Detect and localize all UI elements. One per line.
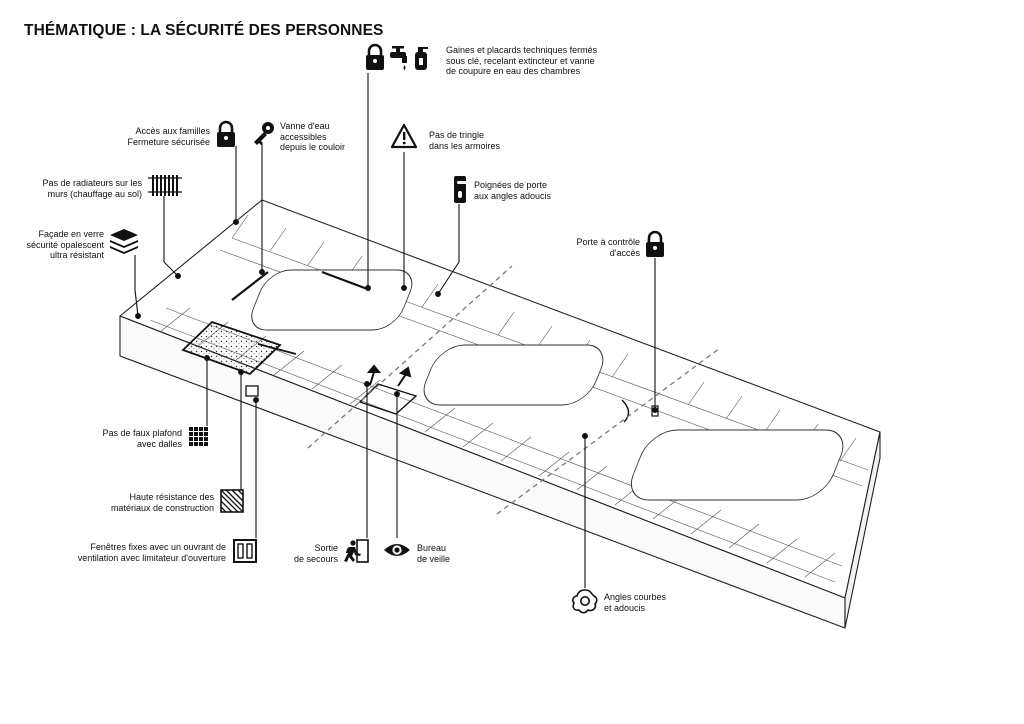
eye-icon [384, 544, 410, 556]
ceiling-grid-icon [189, 427, 208, 446]
lock-icon [646, 230, 664, 257]
label-angles: Angles courbes et adoucis [604, 592, 667, 613]
label-gaines: Gaines et placards techniques fermés sou… [446, 45, 598, 76]
radiator-icon [148, 175, 182, 196]
lock-icon [217, 120, 235, 147]
lock-icon [366, 43, 384, 70]
label-fenetres: Fenêtres fixes avec un ouvrant de ventil… [77, 542, 226, 563]
layers-icon [110, 229, 138, 254]
fire-extinguisher-icon [415, 47, 428, 70]
exit-arrows [366, 364, 412, 387]
label-poignees: Poignées de porte aux angles adoucis [474, 180, 552, 201]
label-haute-resistance: Haute résistance des matériaux de constr… [110, 492, 214, 513]
page-title: THÉMATIQUE : LA SÉCURITÉ DES PERSONNES [24, 22, 384, 39]
leader-lines [134, 73, 658, 588]
water-tap-icon [390, 46, 407, 70]
label-porte-controle: Porte à contrôle d'accès [576, 237, 640, 258]
label-tringle: Pas de tringle dans les armoires [429, 130, 501, 151]
key-icon [254, 122, 274, 145]
label-facade: Façade en verre sécurité opalescent ultr… [26, 229, 104, 260]
hatch-material-icon [220, 489, 244, 513]
courtyards [251, 269, 844, 501]
label-radiateurs: Pas de radiateurs sur les murs (chauffag… [42, 178, 142, 199]
section-lines [307, 265, 721, 515]
window-icon [233, 539, 257, 563]
rounded-shape-icon [571, 589, 598, 614]
emergency-exit-icon [344, 539, 369, 563]
label-sortie: Sortie de secours [293, 543, 338, 564]
building-slab [119, 199, 881, 629]
label-vanne: Vanne d'eau accessibles depuis le couloi… [280, 121, 346, 152]
label-acces-familles: Accès aux familles Fermeture sécurisée [127, 126, 210, 147]
warning-icon [390, 123, 418, 149]
ceiling-texture-zone [181, 320, 282, 376]
label-faux-plafond: Pas de faux plafond avec dalles [102, 428, 182, 449]
label-bureau: Bureau de veille [417, 543, 451, 564]
door-handle-icon [454, 176, 469, 203]
highlight-strokes [231, 270, 659, 423]
